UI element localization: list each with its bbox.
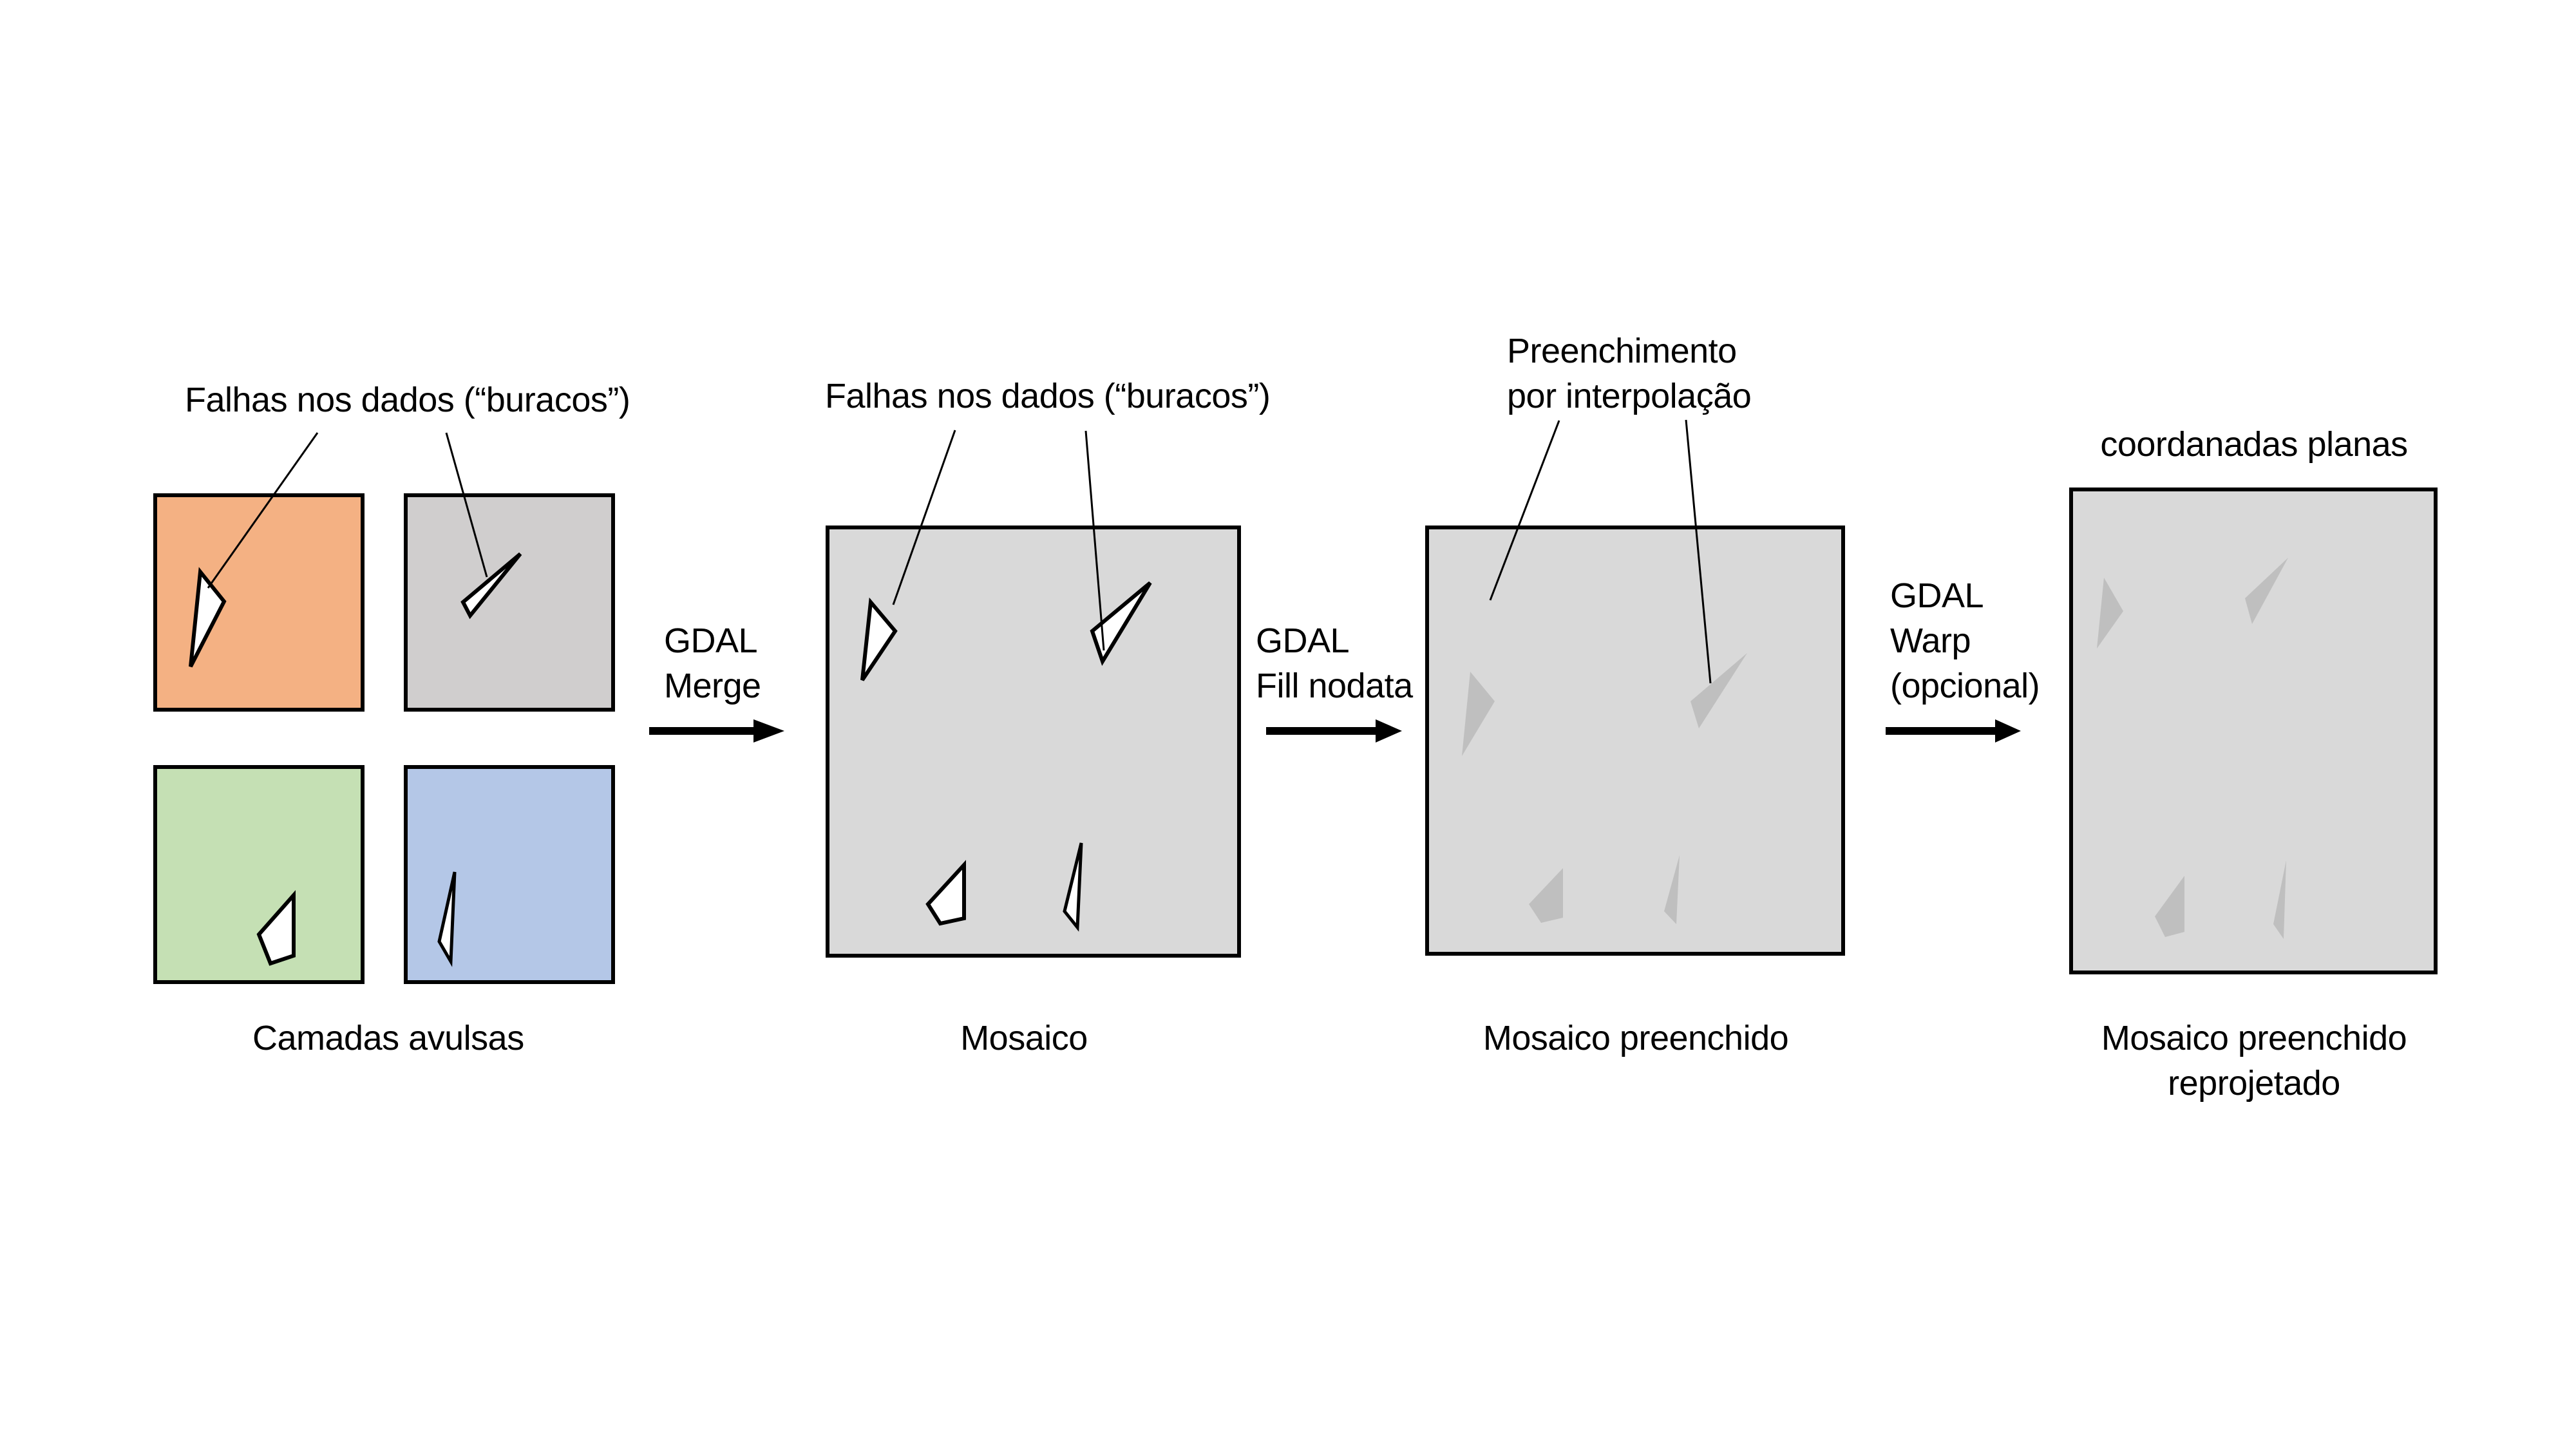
callout-line xyxy=(207,432,319,589)
callout-line xyxy=(1685,419,1712,684)
callout-line xyxy=(1489,420,1560,601)
warp-step-line1: GDAL xyxy=(1890,576,1984,615)
separate-layers-group xyxy=(153,432,615,984)
data-hole xyxy=(925,860,966,926)
filled-hole xyxy=(1529,868,1563,923)
reprojected-mosaic-raster xyxy=(2069,488,2438,974)
mosaic-caption: Mosaico xyxy=(960,1019,1088,1057)
filled-callout-line2: por interpolação xyxy=(1507,377,1752,415)
arrow-warp xyxy=(1886,719,2021,743)
filled-hole xyxy=(2273,860,2286,939)
layers-caption: Camadas avulsas xyxy=(252,1019,524,1057)
data-hole xyxy=(1063,842,1083,932)
data-hole xyxy=(1090,581,1152,667)
merge-step-line1: GDAL xyxy=(664,621,758,660)
layer-orange xyxy=(153,493,365,712)
warp-step-line2: Warp xyxy=(1890,621,1971,660)
filled-hole xyxy=(2245,558,2288,624)
arrow-fill-nodata xyxy=(1266,719,1402,743)
arrow-merge xyxy=(649,719,784,743)
fill-step-line1: GDAL xyxy=(1256,621,1350,660)
layer-gray xyxy=(404,493,615,712)
reprojected-caption-line2: reprojetado xyxy=(2168,1064,2340,1103)
filled-hole xyxy=(2097,578,2123,649)
layer-blue xyxy=(404,765,615,984)
data-hole xyxy=(256,890,296,966)
filled-hole xyxy=(2155,876,2184,937)
filled-caption: Mosaico preenchido xyxy=(1482,1019,1789,1057)
data-hole xyxy=(437,871,457,967)
mosaic-group xyxy=(826,430,1241,958)
callout-line xyxy=(892,430,956,605)
mosaic-raster xyxy=(826,526,1241,958)
data-hole xyxy=(860,597,898,681)
reprojected-caption-line1: Mosaico preenchido xyxy=(2101,1019,2407,1057)
callout-line xyxy=(1084,430,1105,651)
filled-callout-line1: Preenchimento xyxy=(1507,332,1737,370)
warp-step-line3: (opcional) xyxy=(1890,667,2040,705)
filled-mosaic-group xyxy=(1425,419,1845,956)
filled-hole xyxy=(1664,855,1680,924)
reprojected-mosaic-group xyxy=(2069,488,2438,974)
filled-mosaic-raster xyxy=(1425,526,1845,956)
filled-hole xyxy=(1690,653,1747,728)
layers-callout-label: Falhas nos dados (“buracos”) xyxy=(185,381,630,419)
filled-hole xyxy=(1462,672,1495,756)
merge-step-line2: Merge xyxy=(664,667,761,705)
mosaic-callout-label: Falhas nos dados (“buracos”) xyxy=(825,377,1271,415)
data-hole xyxy=(460,552,522,620)
layer-green xyxy=(153,765,365,984)
fill-step-line2: Fill nodata xyxy=(1256,667,1413,705)
projection-label: coordanadas planas xyxy=(2100,425,2408,464)
data-hole xyxy=(189,567,227,668)
callout-line xyxy=(445,432,488,578)
